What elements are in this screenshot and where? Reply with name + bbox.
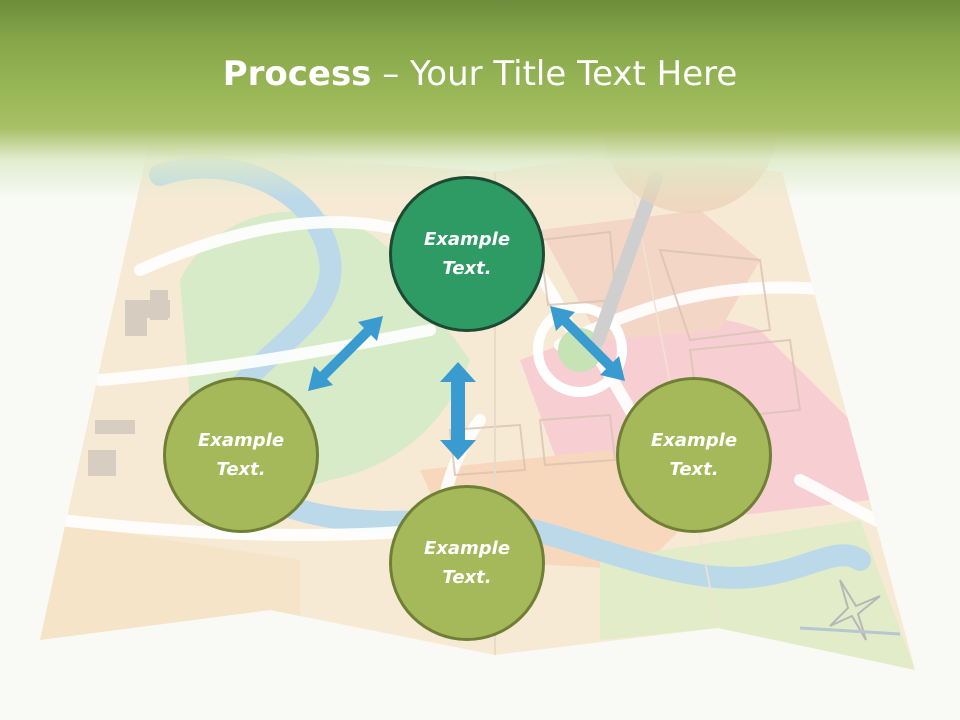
process-node-bottom: Example Text. bbox=[389, 485, 545, 641]
title-rest: – Your Title Text Here bbox=[371, 54, 738, 94]
title-bold: Process bbox=[222, 54, 372, 94]
double-arrow-icon bbox=[440, 362, 476, 460]
slide-title: Process – Your Title Text Here bbox=[0, 52, 960, 96]
node-top-label: Example Text. bbox=[423, 229, 511, 279]
process-node-left: Example Text. bbox=[163, 377, 319, 533]
header-banner: Process – Your Title Text Here bbox=[0, 0, 960, 200]
double-arrow-icon bbox=[550, 306, 625, 381]
folded-map bbox=[40, 148, 915, 670]
process-node-top: Example Text. bbox=[389, 176, 545, 332]
node-left-label: Example Text. bbox=[197, 430, 285, 480]
node-bottom-label: Example Text. bbox=[423, 538, 511, 588]
process-node-right: Example Text. bbox=[616, 377, 772, 533]
node-right-label: Example Text. bbox=[650, 430, 738, 480]
double-arrow-icon bbox=[308, 316, 383, 391]
